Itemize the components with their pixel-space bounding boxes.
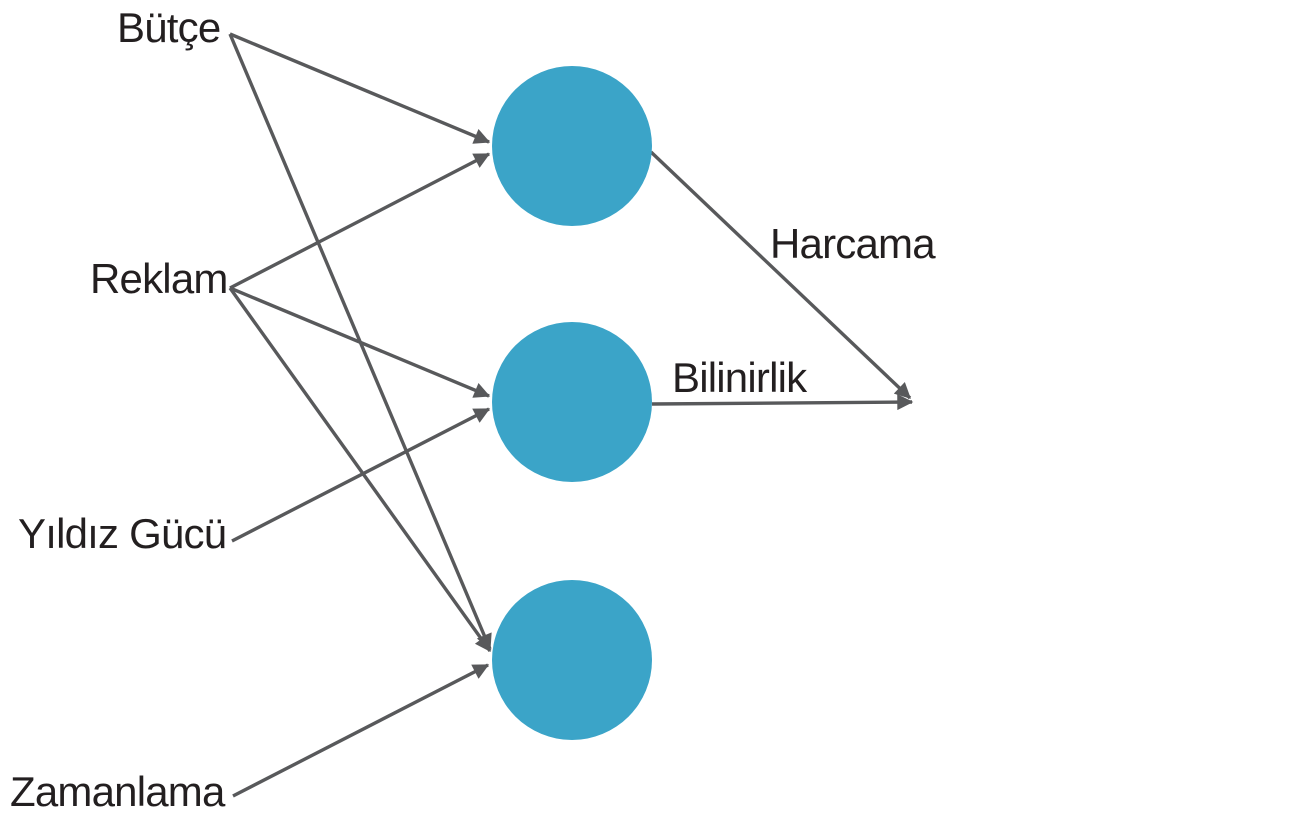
- hidden-node-middle: [492, 322, 652, 482]
- input-label-butce: Bütçe: [117, 4, 220, 51]
- nodes-layer: [492, 66, 652, 740]
- edge-reklam-to-middle: [229, 286, 491, 398]
- edge-yildiz-to-middle: [231, 407, 491, 543]
- edge-top-to-output: [649, 150, 912, 400]
- edge-middle-to-output: [651, 394, 914, 411]
- edge-zamanlama-to-bottom: [232, 663, 490, 798]
- hidden-node-top: [492, 66, 652, 226]
- edge-butce-to-top: [229, 32, 491, 144]
- edge-reklam-to-bottom: [228, 287, 492, 653]
- input-label-yildiz-gucu: Yıldız Gücü: [18, 510, 226, 557]
- edge-label-bilinirlik: Bilinirlik: [672, 354, 808, 401]
- edge-label-harcama: Harcama: [770, 220, 936, 267]
- input-label-zamanlama: Zamanlama: [10, 768, 226, 815]
- edge-reklam-to-top: [229, 152, 491, 290]
- hidden-node-bottom: [492, 580, 652, 740]
- input-label-reklam: Reklam: [90, 255, 228, 302]
- edges-layer: [228, 32, 914, 798]
